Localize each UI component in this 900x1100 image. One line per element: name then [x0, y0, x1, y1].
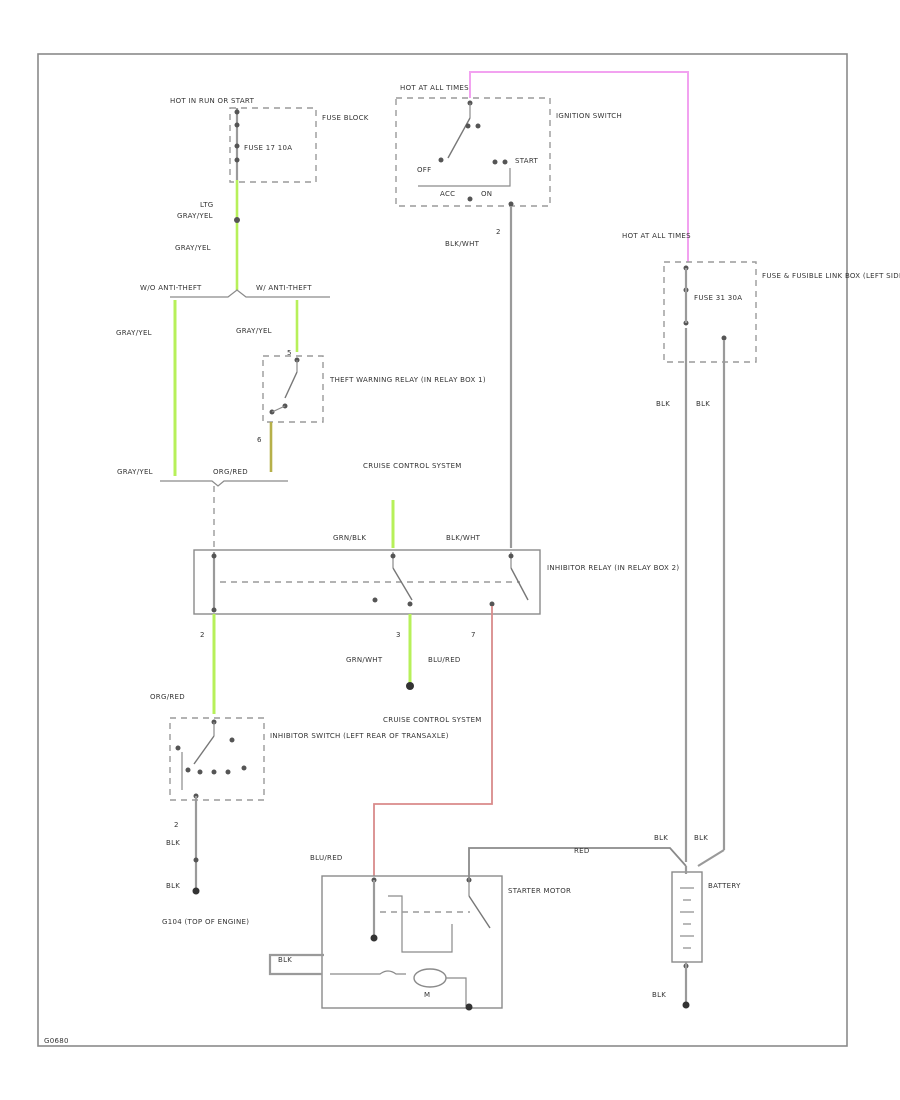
option-splice	[170, 289, 330, 298]
fuse-box-label: FUSE & FUSIBLE LINK BOX (LEFT SIDE OF EN…	[762, 272, 900, 280]
option-label-w: W/ ANTI-THEFT	[256, 284, 312, 292]
ground-point	[192, 887, 200, 895]
blk-starter-label: BLK	[278, 956, 292, 964]
sw-acc-label: ACC	[440, 190, 455, 198]
blk-sw-label-1: BLK	[166, 839, 180, 847]
ignition-switch-label: IGNITION SWITCH	[556, 112, 622, 120]
inhibitor-switch	[169, 717, 265, 801]
ground-label: G104 (TOP OF ENGINE)	[162, 918, 249, 926]
org-red-upper-label: ORG/RED	[213, 468, 248, 476]
pink-feed-wire	[469, 71, 689, 262]
sw-pin-2: 2	[174, 821, 179, 829]
fuse-31-label: FUSE 31 30A	[694, 294, 742, 302]
fusible-link-box	[663, 261, 757, 363]
option-label-w-o: W/O ANTI-THEFT	[140, 284, 202, 292]
hot-run-start-label: HOT IN RUN OR START	[170, 97, 255, 105]
cruise-top-label: CRUISE CONTROL SYSTEM	[363, 462, 462, 470]
theft-relay-pin-5: 5	[287, 349, 292, 357]
figure-id: G0680	[44, 1037, 69, 1045]
gray-yel-bottom-label: GRAY/YEL	[117, 468, 153, 476]
cruise-bottom-label: CRUISE CONTROL SYSTEM	[383, 716, 482, 724]
inh-pin-7: 7	[471, 631, 476, 639]
blk-label-b: BLK	[696, 400, 710, 408]
ignition-switch	[395, 97, 551, 207]
blk-sw-label-2: BLK	[166, 882, 180, 890]
battery	[671, 866, 703, 1009]
starter-motor	[268, 875, 503, 1011]
theft-relay-pin-6: 6	[257, 436, 262, 444]
inhibitor-relay	[193, 549, 541, 615]
battery-label: BATTERY	[708, 882, 741, 890]
blk-wht-label-mid: BLK/WHT	[446, 534, 481, 542]
red-wire-label: RED	[574, 847, 590, 855]
theft-warning-relay	[262, 355, 324, 423]
theft-relay-label: THEFT WARNING RELAY (IN RELAY BOX 1)	[329, 376, 486, 384]
gray-yel-left-label: GRAY/YEL	[116, 329, 152, 337]
cruise-connector	[406, 682, 414, 690]
inh-pin-2: 2	[200, 631, 205, 639]
starter-motor-label: STARTER MOTOR	[508, 887, 571, 895]
starter-m-label: M	[424, 991, 430, 999]
blk-bat-label-1: BLK	[654, 834, 668, 842]
hot-at-all-times-label-1: HOT AT ALL TIMES	[400, 84, 469, 92]
ign-pin-2: 2	[496, 228, 501, 236]
sw-off-label: OFF	[417, 166, 431, 174]
grn-wht-label: GRN/WHT	[346, 656, 383, 664]
inhibitor-switch-label: INHIBITOR SWITCH (LEFT REAR OF TRANSAXLE…	[270, 732, 449, 740]
fuse-block	[229, 107, 317, 183]
blu-red-wire	[373, 606, 493, 876]
inh-pin-3: 3	[396, 631, 401, 639]
inhibitor-relay-label: INHIBITOR RELAY (IN RELAY BOX 2)	[547, 564, 679, 572]
sw-on-label: ON	[481, 190, 492, 198]
blk-bat-gnd-label: BLK	[652, 991, 666, 999]
grn-blk-label: GRN/BLK	[333, 534, 366, 542]
blu-red-bottom-label: BLU/RED	[310, 854, 343, 862]
gray-yel-label-2: GRAY/YEL	[175, 244, 211, 252]
blk-wht-label-upper: BLK/WHT	[445, 240, 480, 248]
blk-label-a: BLK	[656, 400, 670, 408]
battery-cable	[468, 847, 687, 880]
sw-start-label: START	[515, 157, 539, 165]
fuse-17-label: FUSE 17 10A	[244, 144, 292, 152]
hot-at-all-times-label-2: HOT AT ALL TIMES	[622, 232, 691, 240]
bottom-splice	[160, 480, 288, 487]
gray-yel-relay-label: GRAY/YEL	[236, 327, 272, 335]
org-red-lower-label: ORG/RED	[150, 693, 185, 701]
diagram-border	[37, 53, 848, 1047]
blu-red-mid-label: BLU/RED	[428, 656, 461, 664]
fuse-block-label: FUSE BLOCK	[322, 114, 369, 122]
blk-bat-label-2: BLK	[694, 834, 708, 842]
wire-ltg-label: LTG	[200, 201, 214, 209]
gray-yel-label-1: GRAY/YEL	[177, 212, 213, 220]
